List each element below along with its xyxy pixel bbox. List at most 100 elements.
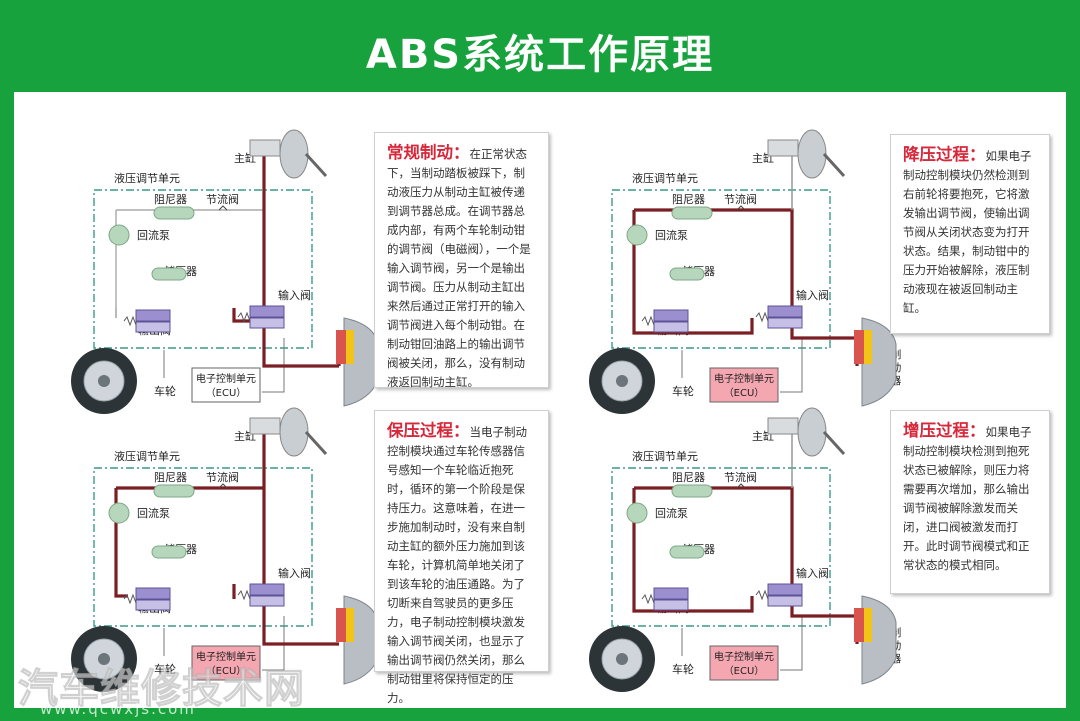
outlet-valve-bottom <box>653 599 689 611</box>
line-left <box>114 488 128 598</box>
brake-caliper-red <box>336 330 348 364</box>
inlet-valve <box>237 305 285 329</box>
line-bottom <box>632 210 754 335</box>
ecu-rect <box>191 645 261 681</box>
brake-pedal-rod <box>304 152 328 178</box>
hydraulic-unit-label: 液压调节单元 <box>114 449 180 463</box>
master-cylinder <box>767 139 799 157</box>
damper-label: 阻尼器 <box>672 193 705 206</box>
diagram-increase: 液压调节单元主缸阻尼器节流阀回流泵储压器输入阀输出阀车轮制动器电子控制单元（EC… <box>589 407 902 692</box>
inlet-valve-top <box>249 583 285 596</box>
inlet-valve-top <box>767 305 803 318</box>
outlet-valve <box>123 309 171 333</box>
outlet-valve <box>641 309 689 333</box>
brake-caliper-yellow <box>864 608 872 642</box>
wheel-hub <box>98 653 110 665</box>
body-increase: 如果电子制动控制模块检测到抱死状态已被解除，则压力将需要再次增加，那么输出调节阀… <box>903 425 1032 572</box>
wheel-label: 车轮 <box>672 662 694 676</box>
brake-booster <box>279 129 309 179</box>
ecu-label-1: 电子控制单元 <box>714 650 774 663</box>
diagram-normal: 液压调节单元主缸阻尼器节流阀回流泵储压器输入阀输出阀车轮制动器电子控制单元（EC… <box>71 129 384 414</box>
ecu-wire <box>262 616 285 671</box>
throttle-valve-mark <box>218 205 228 211</box>
body-hold: 当电子制动控制模块通过车轮传感器信号感知一个车轮临近抱死时，循环的第一个阶段是保… <box>387 425 527 705</box>
ecu-label-2: （ECU） <box>206 665 247 677</box>
ecu-wire <box>780 616 803 671</box>
heading-increase: 增压过程： <box>903 421 986 440</box>
inlet-valve-top <box>249 305 285 318</box>
ecu-box: 电子控制单元（ECU） <box>709 645 779 681</box>
line-main <box>262 434 339 646</box>
wheel-hub <box>616 375 628 387</box>
throttle-valve-mark <box>218 483 228 489</box>
outlet-valve-spring <box>641 593 655 605</box>
ecu-box: 电子控制单元（ECU） <box>191 645 261 681</box>
ecu-rect <box>709 367 779 403</box>
inlet-valve-top <box>767 583 803 596</box>
inlet-valve-bottom <box>249 317 285 329</box>
ecu-box: 电子控制单元 （ECU） <box>709 367 779 403</box>
damper <box>671 206 713 220</box>
content-panel: 液压调节单元主缸阻尼器节流阀回流泵储压器输入阀输出阀车轮制动器电子控制单元（EC… <box>14 92 1066 708</box>
outlet-valve-top <box>653 587 689 600</box>
wheel-hub <box>98 375 110 387</box>
hydraulic-unit-box <box>93 467 313 627</box>
brake-caliper-red <box>336 608 348 642</box>
inlet-valve-label: 输入阀 <box>796 566 829 580</box>
accumulator <box>669 267 705 281</box>
throttle-valve-label: 节流阀 <box>724 470 757 484</box>
brake-char-label-2: 器 <box>891 653 902 665</box>
return-pump-label: 回流泵 <box>655 228 688 242</box>
accumulator <box>151 267 187 281</box>
ecu-wire <box>262 338 285 393</box>
accumulator <box>151 545 187 559</box>
damper-label: 阻尼器 <box>154 193 187 206</box>
outlet-valve-spring <box>123 315 137 327</box>
brake-caliper-yellow <box>346 330 354 364</box>
brake-booster <box>797 407 827 457</box>
brake-caliper-red <box>854 330 866 364</box>
ecu-label-1: 电子控制单元 <box>196 372 256 385</box>
brake-char-label-2: 器 <box>891 375 902 387</box>
line-bottom <box>632 488 754 613</box>
damper-label: 阻尼器 <box>154 471 187 484</box>
ecu-label-1: 电子控制单元 <box>714 372 774 385</box>
brake-pedal-rod <box>304 430 328 456</box>
hydraulic-unit-box <box>93 189 313 349</box>
wheel-label: 车轮 <box>154 384 176 398</box>
master-cylinder <box>767 417 799 435</box>
inlet-valve <box>237 583 285 607</box>
brake-caliper-yellow <box>346 608 354 642</box>
inlet-valve-bottom <box>767 595 803 607</box>
throttle-valve-label: 节流阀 <box>206 192 239 206</box>
inlet-valve-spring <box>755 589 769 601</box>
ecu-box: 电子控制单元（ECU） <box>191 367 261 403</box>
inlet-valve <box>755 305 803 329</box>
brake-booster <box>279 407 309 457</box>
inlet-valve <box>755 583 803 607</box>
return-pump <box>626 224 648 246</box>
ecu-label-2: （ECU） <box>724 387 765 399</box>
outlet-valve-top <box>653 309 689 322</box>
damper <box>153 484 195 498</box>
watermark-text: 汽车维修技术网 <box>18 666 305 713</box>
brake-pedal-rod <box>822 152 846 178</box>
brake-caliper-yellow <box>864 330 872 364</box>
inlet-valve-spring <box>237 589 251 601</box>
brake-caliper-red <box>854 608 866 642</box>
diagram-hold: 液压调节单元主缸阻尼器节流阀回流泵储压器输入阀输出阀车轮制动器电子控制单元（EC… <box>71 407 384 692</box>
master-cylinder <box>249 417 281 435</box>
outlet-valve-spring <box>641 315 655 327</box>
inlet-valve-label: 输入阀 <box>278 288 311 302</box>
heading-normal: 常规制动： <box>387 143 470 162</box>
return-pump <box>108 502 130 524</box>
hydraulic-unit-box <box>611 189 831 349</box>
wheel-label: 车轮 <box>154 662 176 676</box>
master-cylinder <box>249 139 281 157</box>
outlet-valve-bottom <box>135 599 171 611</box>
inlet-valve-bottom <box>249 595 285 607</box>
text-box-hold: 保压过程：当电子制动控制模块通过车轮传感器信号感知一个车轮临近抱死时，循环的第一… <box>374 410 549 705</box>
heading-hold: 保压过程： <box>387 421 470 440</box>
return-pump-label: 回流泵 <box>137 506 170 520</box>
ecu-wire <box>780 338 803 393</box>
